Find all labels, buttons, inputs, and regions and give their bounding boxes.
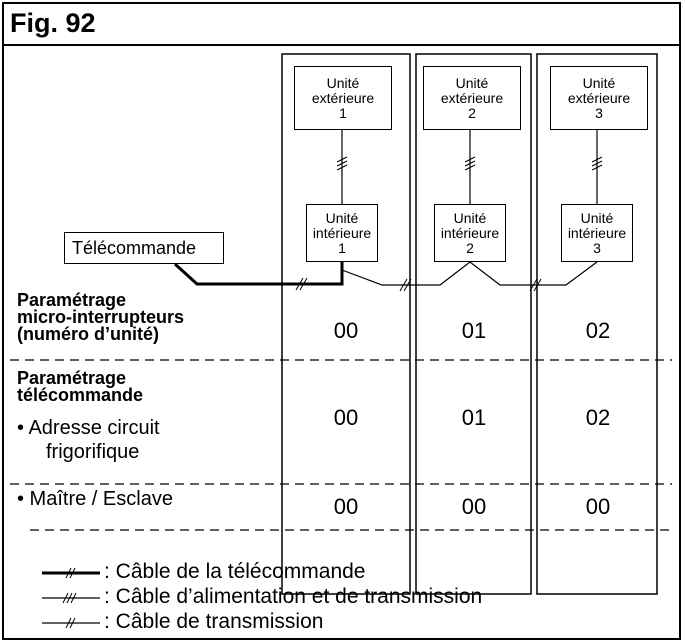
row-1-label-line-2: micro-interrupteurs [17,307,185,327]
legend-transmission-cable: : Câble de transmission [104,610,324,633]
row-3-value-unit-1: 00 [333,494,359,519]
row-2-value-unit-3: 02 [585,405,611,430]
outdoor-unit-3: Unité extérieure 3 [550,66,648,130]
outdoor-unit-1-label: Unité extérieure [311,74,375,106]
transmission-hash-2 [529,278,542,292]
row-3-value-unit-3: 00 [585,494,611,519]
legend-symbol-remote [42,567,100,579]
legend-remote-cable: : Câble de la télécommande [104,560,366,583]
row-1-label: Paramétrage micro-interrupteurs (numéro … [17,290,185,344]
remote-cable-hash [295,277,308,291]
legend-symbol-transmission [42,617,100,629]
row-2-bullet-continued: frigorifique [46,441,140,463]
remote-cable [173,262,344,286]
triple-hash-1 [336,156,348,171]
indoor-unit-1-label: Unité intérieure [312,209,372,241]
indoor-unit-3: Unité intérieure 3 [561,204,633,262]
row-3-bullet: • Maître / Esclave [17,488,173,510]
figure-title: Fig. 92 [10,8,96,38]
remote-control-box: Télécommande [64,232,224,264]
column-frame-2 [415,53,532,595]
triple-hash-3 [591,156,603,171]
row-1-value-unit-1: 00 [333,318,359,343]
transmission-hash-1 [399,278,412,292]
outdoor-unit-3-number: 3 [595,104,603,121]
row-3-value-unit-2: 00 [461,494,487,519]
outdoor-unit-1-number: 1 [339,104,347,121]
figure-title-bar: Fig. 92 [4,4,679,46]
column-frame-1 [281,53,411,595]
triple-hash-2 [464,156,476,171]
indoor-unit-1-number: 1 [338,239,346,256]
row-2-value-unit-1: 00 [333,405,359,430]
outdoor-unit-2: Unité extérieure 2 [423,66,521,130]
row-2-label-line-2: télécommande [17,385,144,405]
legend-power-transmission-cable: : Câble d’alimentation et de transmissio… [104,585,483,608]
outdoor-unit-2-label: Unité extérieure [440,74,504,106]
transmission-cable [341,261,598,286]
indoor-unit-2: Unité intérieure 2 [434,204,506,262]
indoor-unit-2-label: Unité intérieure [440,209,500,241]
outdoor-unit-3-label: Unité extérieure [567,74,631,106]
outdoor-unit-2-number: 2 [468,104,476,121]
row-2-bullet: • Adresse circuit [17,417,160,439]
row-1-value-unit-3: 02 [585,318,611,343]
indoor-unit-3-number: 3 [593,239,601,256]
row-1-value-unit-2: 01 [461,318,487,343]
row-1-label-line-1: Paramétrage [17,290,127,310]
indoor-unit-3-label: Unité intérieure [567,209,627,241]
row-2-value-unit-2: 01 [461,405,487,430]
indoor-unit-1: Unité intérieure 1 [306,204,378,262]
row-2-label-line-1: Paramétrage [17,368,127,388]
column-frame-3 [536,53,658,595]
outdoor-unit-1: Unité extérieure 1 [294,66,392,130]
indoor-unit-2-number: 2 [466,239,474,256]
legend-symbol-power [42,592,100,604]
row-1-label-line-3: (numéro d’unité) [17,324,159,344]
row-2-label: Paramétrage télécommande [17,368,144,405]
